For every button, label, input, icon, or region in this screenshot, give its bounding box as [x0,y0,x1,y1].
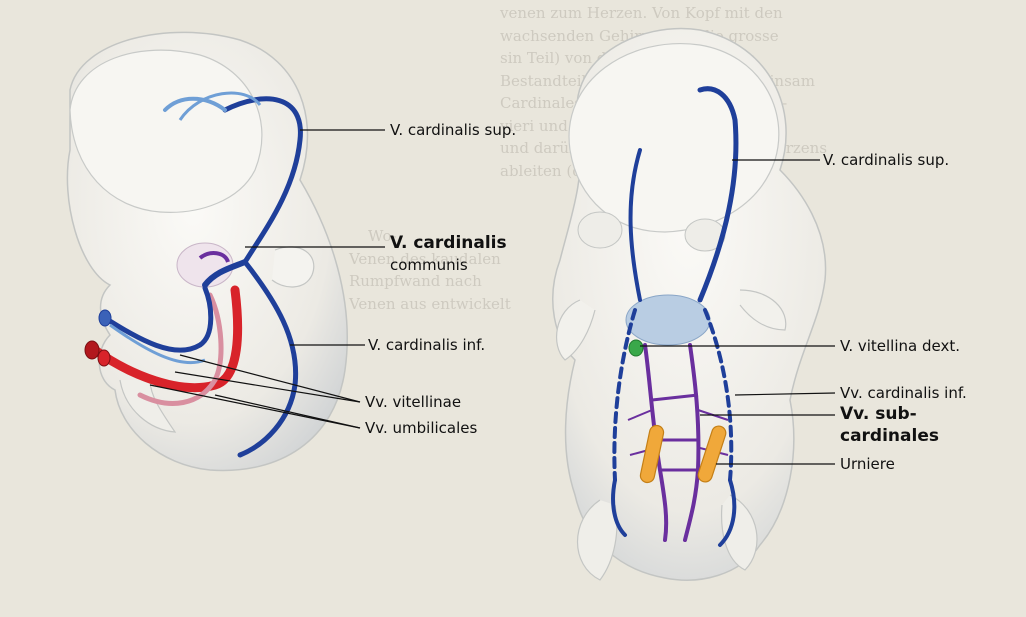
label-right-v-cardinalis-sup: V. cardinalis sup. [823,151,949,170]
label-left-vv-vitellinae: Vv. vitellinae [365,393,461,412]
label-right-vv-subcardinales-line1: Vv. sub- [840,405,917,424]
right-v-vitellina-dext-vessel [629,340,643,356]
label-right-vv-subcardinales-line2: cardinales [840,427,939,446]
label-left-v-cardinalis-communis-line1: V. cardinalis [390,234,507,253]
label-left-v-cardinalis-inf: V. cardinalis inf. [368,336,485,355]
left-embryo-limb [272,247,314,287]
left-umbilical-stump-1 [85,341,99,359]
label-left-vv-umbilicales: Vv. umbilicales [365,419,477,438]
left-umbilical-stump-2 [98,350,110,366]
left-embryo [67,32,347,470]
right-embryo-liver [626,295,710,345]
left-vitelline-stump [99,310,111,326]
label-right-vv-cardinalis-inf: Vv. cardinalis inf. [840,384,967,403]
right-embryo [553,28,826,580]
label-right-v-vitellina-dext: V. vitellina dext. [840,337,960,356]
label-left-v-cardinalis-sup: V. cardinalis sup. [390,121,516,140]
right-embryo-eye-left [578,212,622,248]
label-left-v-cardinalis-communis-line2: communis [390,256,468,275]
label-right-urniere: Urniere [840,455,895,474]
